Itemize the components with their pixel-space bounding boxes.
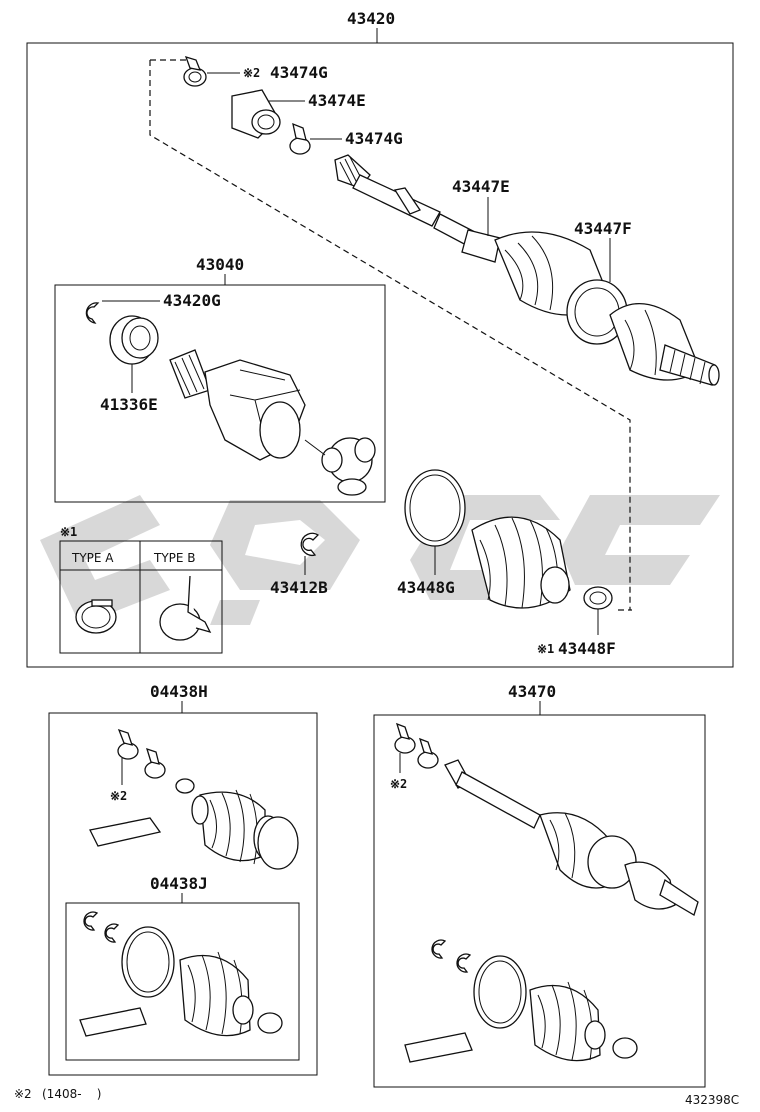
kit-left-clamps <box>117 728 195 794</box>
inner-joint-frame <box>54 284 386 503</box>
kit-left-boot <box>191 789 299 870</box>
clamp-top-part <box>183 56 207 87</box>
inner-clamp-prefix: ※1 <box>537 642 554 656</box>
label-inner-clamp: 43448F <box>558 639 616 658</box>
kit-left-number: 04438H <box>150 682 208 701</box>
kit-left-sub-parts <box>79 911 283 1037</box>
type-box-note: ※1 <box>60 525 77 539</box>
inner-housing-part <box>169 349 306 461</box>
kit-left-note: ※2 <box>110 789 127 803</box>
type-b-clamp <box>159 575 212 641</box>
label-ring: 43412B <box>270 578 328 597</box>
kit-right-shaft <box>444 759 699 916</box>
kit-right-number: 43470 <box>508 682 556 701</box>
type-box-frame <box>59 540 223 654</box>
kit-right-loose-parts <box>404 939 638 1063</box>
assembly-number: 43420 <box>347 9 395 28</box>
kit-left-grease <box>89 817 162 847</box>
type-b-label: TYPE B <box>153 551 196 565</box>
tripod-part <box>321 437 376 496</box>
label-shaft: 43447E <box>452 177 510 196</box>
band-part <box>404 469 466 547</box>
assembly-frame <box>26 42 734 668</box>
drawing-id: 432398C <box>685 1093 739 1107</box>
clamp-mid-part <box>289 122 311 155</box>
label-snap-ring: 43420G <box>163 291 221 310</box>
footnote-mark: ※2 <box>14 1087 32 1101</box>
label-dust-seal: 41336E <box>100 395 158 414</box>
ring-part <box>300 532 320 557</box>
kit-left-frame <box>48 712 318 1076</box>
kit-right-clamps <box>394 722 439 769</box>
kit-right-note: ※2 <box>390 777 407 791</box>
drive-shaft-part <box>334 154 720 386</box>
label-band: 43448G <box>397 578 455 597</box>
kit-right-frame <box>373 714 706 1088</box>
label-outer-boot: 43447F <box>574 219 632 238</box>
type-a-label: TYPE A <box>71 551 114 565</box>
inner-boot-part <box>471 516 571 609</box>
inner-clamp-part <box>583 586 613 610</box>
inner-joint-number: 43040 <box>196 255 244 274</box>
kit-left-sub-frame <box>65 902 300 1061</box>
type-a-clamp <box>75 599 117 634</box>
label-clamp-top: 43474G <box>270 63 328 82</box>
watermark-logo <box>40 495 720 625</box>
kit-left-sub-number: 04438J <box>150 874 208 893</box>
label-boot-small: 43474E <box>308 91 366 110</box>
boot-small-part <box>231 89 281 139</box>
footnote-range: (1408- ) <box>42 1087 102 1101</box>
snap-ring-part <box>85 302 100 324</box>
dust-seal-part <box>109 315 159 365</box>
clamp-top-note: ※2 <box>243 66 260 80</box>
label-clamp-mid: 43474G <box>345 129 403 148</box>
